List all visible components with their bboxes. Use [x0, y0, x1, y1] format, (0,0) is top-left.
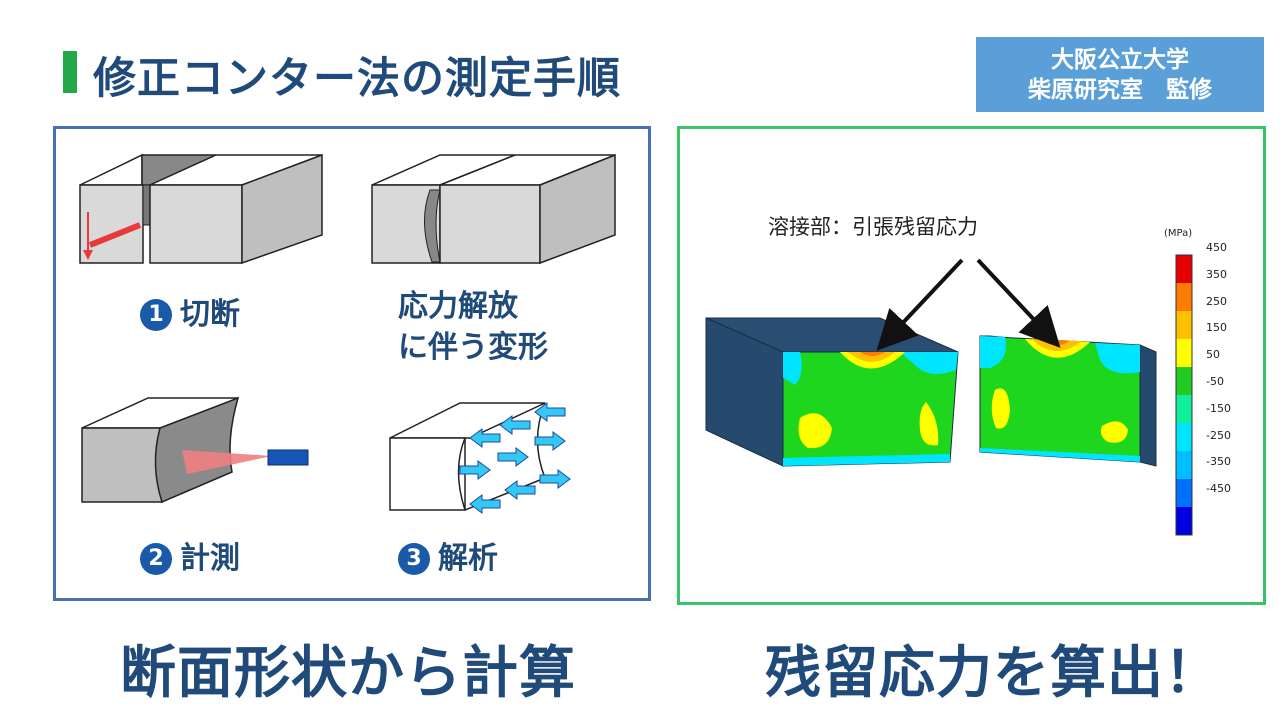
deformation-block-illustration — [371, 153, 616, 265]
title-accent-bar — [63, 51, 77, 93]
colorbar-segment — [1176, 311, 1192, 339]
colorbar-unit: (MPa) — [1164, 228, 1193, 239]
colorbar-segment — [1176, 395, 1192, 423]
colorbar-segment — [1176, 479, 1192, 507]
deformation-line-1: 応力解放 — [398, 289, 518, 324]
step-1-label: 1 切断 — [140, 297, 240, 333]
credit-box: 大阪公立大学 柴原研究室 監修 — [976, 37, 1264, 112]
colorbar-tick-label: 150 — [1206, 321, 1227, 335]
measuring-illustration — [81, 396, 309, 504]
step-2-label: 2 計測 — [140, 541, 240, 577]
bottom-left-caption: 断面形状から計算 — [120, 641, 576, 706]
colorbar-tick-label: 250 — [1206, 294, 1227, 308]
deformation-label: 応力解放 に伴う変形 — [398, 286, 548, 368]
weld-arrow-right — [976, 258, 1061, 348]
colorbar-tick-label: 450 — [1206, 241, 1227, 254]
colorbar-segment — [1176, 283, 1192, 311]
colorbar-tick-label: -450 — [1206, 482, 1231, 496]
right-cut-block — [979, 335, 1157, 467]
step-number-3: 3 — [398, 543, 430, 575]
step-2-text: 計測 — [180, 541, 240, 576]
weld-arrow-left — [876, 258, 964, 351]
colorbar-segment — [1176, 367, 1192, 395]
colorbar-tick-label: -150 — [1206, 401, 1231, 415]
colorbar-tick-label: 350 — [1206, 267, 1227, 281]
credit-line-1: 大阪公立大学 — [1051, 46, 1189, 73]
colorbar-tick-label: -350 — [1206, 455, 1231, 469]
left-cut-block — [705, 317, 959, 467]
colorbar-tick-label: 50 — [1206, 348, 1220, 362]
stress-colorbar — [1175, 254, 1193, 536]
bottom-right-caption: 残留応力を算出！ — [765, 641, 1221, 706]
step-number-1: 1 — [140, 299, 172, 331]
procedure-panel — [53, 126, 651, 601]
colorbar-tick-label: -50 — [1206, 375, 1224, 388]
colorbar-border — [1175, 254, 1193, 536]
colorbar-tick-label: -250 — [1206, 428, 1231, 442]
colorbar-segment — [1176, 423, 1192, 451]
colorbar-segment — [1176, 339, 1192, 367]
weld-annotation: 溶接部：引張残留応力 — [768, 215, 978, 239]
page-title: 修正コンター法の測定手順 — [93, 54, 621, 104]
colorbar-segment — [1176, 255, 1192, 283]
deformation-line-2: に伴う変形 — [398, 330, 548, 365]
step-3-label: 3 解析 — [398, 541, 498, 577]
step-number-2: 2 — [140, 543, 172, 575]
step-3-text: 解析 — [438, 541, 498, 576]
step-1-text: 切断 — [180, 297, 240, 332]
colorbar-segment — [1176, 507, 1192, 535]
colorbar-segment — [1176, 451, 1192, 479]
result-panel — [677, 126, 1266, 605]
cutting-block-illustration — [79, 153, 323, 265]
credit-line-2: 柴原研究室 監修 — [1028, 76, 1212, 103]
